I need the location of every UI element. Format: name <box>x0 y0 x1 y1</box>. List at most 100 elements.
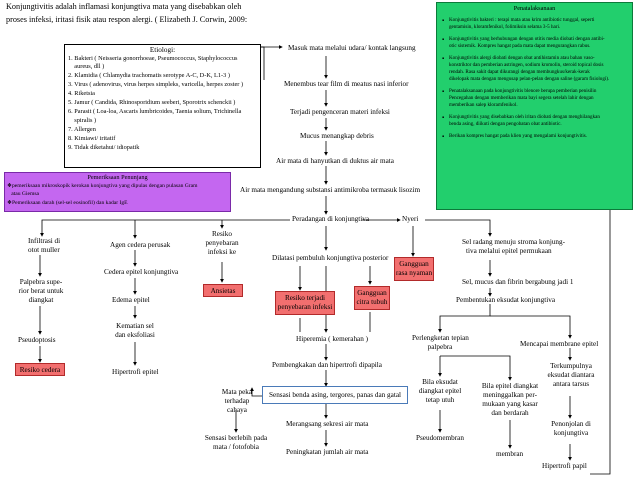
pemeriksaan-title: Pemeriksaan Penunjang <box>87 174 148 181</box>
node-nyeri: Nyeri <box>402 215 419 223</box>
pemeriksaan-item: ❖Pemeriksaan darah (sel-sel eosinofil) d… <box>7 200 128 206</box>
penatalaksanaan-item: konstriktor dan pemberian astringen, sod… <box>449 62 604 68</box>
penatalaksanaan-title: Penatalaksanaan <box>513 5 556 12</box>
node-pseudoptosis: Pseudoptosis <box>18 336 56 344</box>
etiologi-item: 3. Virus ( adenovirus, virus herpes simp… <box>68 81 244 88</box>
etiologi-item: aureus, dll ) <box>68 63 105 70</box>
node-sensasi-berlebih-1: Sensasi berlebih pada <box>204 434 268 442</box>
node-sel-mucus: Sel, mucus dan fibrin bergabung jadi 1 <box>462 278 574 286</box>
penatalaksanaan-bullet-icon: ▪ <box>442 37 445 43</box>
definition-line-2: proses infeksi, iritasi fisik atau respo… <box>6 15 248 24</box>
node-perlengketan-2: palpebra <box>427 343 453 351</box>
pemeriksaan-penunjang-box: Pemeriksaan Penunjang ❖pemeriksaan mikro… <box>4 172 231 212</box>
etiologi-item: 2. Klamidia ( Chlamydia trachomatis sero… <box>68 72 230 79</box>
node-sel-radang-2: tiva melalui epitel permukaan <box>466 247 552 255</box>
node-menembus: Menembus tear film di meatus nasi inferi… <box>284 80 409 88</box>
etiologi-title: Etiologi: <box>149 46 176 54</box>
node-infiltrasi-1: Infiltrasi di <box>28 237 61 245</box>
node-terkumpulnya-3: antara tarsus <box>552 380 590 388</box>
node-mata-peka-2: terhadap <box>224 397 250 405</box>
node-mencapai: Mencapai membrane epitel <box>520 340 599 348</box>
node-hiperemia: Hiperemia ( kemerahan ) <box>296 335 369 343</box>
penatalaksanaan-item: Konjungtivitis alergi diobati dengan oba… <box>449 55 595 61</box>
node-mata-peka-3: cahaya <box>227 406 247 414</box>
node-pembengkakan: Pembengkakan dan hipertrofi dipapila <box>272 361 382 369</box>
node-bila-epitel-1: Bila epitel diangkat <box>481 382 539 390</box>
penatalaksanaan-box: Penatalaksanaan ▪ Konjungtivitis bakteri … <box>436 2 633 210</box>
node-peningkatan: Peningkatan jumlah air mata <box>286 448 369 456</box>
pemeriksaan-item: atau Giemsa <box>7 191 39 197</box>
node-bila-eksudat-1: Bila eksudat <box>422 378 458 386</box>
node-penonjolan-2: konjungtiva <box>553 429 589 437</box>
etiologi-item: spiralis ) <box>68 117 97 124</box>
node-dilatasi: Dilatasi pembuluh konjungtiva posterior <box>272 254 389 262</box>
node-edema-epitel: Edema epitel <box>112 296 150 304</box>
penatalaksanaan-bullet-icon: ▪ <box>442 89 445 95</box>
node-masuk: Masuk mata melalui udara/ kontak langsun… <box>288 44 416 52</box>
definition-line-1: Konjungtivitis adalah inflamasi konjungt… <box>6 2 242 11</box>
node-bila-eksudat-3: tetap utuh <box>425 396 455 404</box>
node-perlengketan-1: Perlengketan tepian <box>412 334 469 342</box>
node-mengandung: Air mata mengandung substansi antimikrob… <box>240 186 421 194</box>
penatalaksanaan-bullet-icon: ▪ <box>442 18 445 24</box>
penatalaksanaan-item: Konjungtivitis bakteri : terapi mata ata… <box>449 17 595 23</box>
etiologi-item: 6. Parasit ( Loa-loa, Ascaris lumbricoid… <box>68 108 242 115</box>
node-airmata: Air mata di hanyutkan di duktus air mata <box>276 157 394 165</box>
penatalaksanaan-bullet-icon: ▪ <box>442 115 445 121</box>
node-bila-epitel-4: dan berdarah <box>491 409 529 417</box>
node-mata-peka-1: Mata peka <box>221 388 253 396</box>
node-mucus: Mucus menangkap debris <box>300 132 374 140</box>
pemeriksaan-item: ❖pemeriksaan mikroskopik kerokan konjung… <box>7 183 198 189</box>
node-terkumpulnya-1: Terkumpulnya <box>550 362 592 370</box>
node-bila-epitel-3: mukaan yang kasar <box>482 400 538 408</box>
node-resiko-terjadi: Resiko terjadi penyebaran infeksi <box>275 291 335 315</box>
node-pembentukan: Pembentukan eksudat konjungtiva <box>456 296 556 304</box>
node-penonjolan-1: Penonjolan di <box>551 420 591 428</box>
node-pseudomembran: Pseudomembran <box>416 434 464 442</box>
penatalaksanaan-item: gentamisin, kloramfenikol, folimiksin se… <box>449 24 561 30</box>
node-hipertrofi-epitel: Hipertrofi epitel <box>112 368 159 376</box>
node-sensasi-benda[interactable]: Sensasi benda asing, tergores, panas dan… <box>262 386 408 404</box>
node-palpebra-superior-2: rior berat untuk <box>18 287 64 295</box>
node-membran: membran <box>496 450 524 458</box>
penatalaksanaan-item: Berikan kompres hangat pada klien yang m… <box>449 133 588 139</box>
penatalaksanaan-item: memberikan salep kloramfenikol. <box>449 102 518 108</box>
node-palpebra-superior-1: Palpebra supe- <box>19 278 63 286</box>
etiologi-item: 9. Tidak diketahui/ idiopatik <box>68 144 140 151</box>
node-agen-cedera: Agen cedera perusak <box>110 241 171 249</box>
node-ansietas: Ansietas <box>203 284 243 297</box>
node-bila-epitel-2: meninggalkan per- <box>483 391 537 399</box>
node-resiko-penyebaran-3: infeksi ke <box>207 248 237 256</box>
node-palpebra-superior-3: diangkat <box>28 296 54 304</box>
node-peradangan: Peradangan di konjungtiva <box>292 215 370 223</box>
penatalaksanaan-item: Konjungtivitis yang berhubungan dengan o… <box>449 36 605 42</box>
etiologi-item: 4. Riketsia <box>68 90 95 97</box>
penatalaksanaan-item: Konjungtivitis yang disebabkan oleh irit… <box>449 114 600 120</box>
penatalaksanaan-bullet-icon: ▪ <box>442 134 445 140</box>
etiologi-item: 5. Jamur ( Candida, Rhinosporidium seebe… <box>68 99 236 106</box>
node-resiko-cedera: Resiko cedera <box>15 363 65 376</box>
node-merangsang: Merangsang sekresi air mata <box>286 420 369 428</box>
node-sel-radang-1: Sel radang menuju stroma konjung- <box>462 238 566 246</box>
node-gangguan-citra: Gangguan citra tubuh <box>354 286 390 310</box>
etiologi-item: 8. Kimiawi/ iritatif <box>68 135 116 142</box>
node-kematian-sel-2: dan eksfoliasi <box>115 331 155 339</box>
etiologi-box: Etiologi: 1. Bakteri ( Neisseria gonorrh… <box>64 44 261 168</box>
node-resiko-penyebaran-1: Resiko <box>212 230 232 238</box>
penatalaksanaan-item: rendah. Rasa sakit dapat dikurangi denga… <box>449 69 590 75</box>
node-terkumpulnya-2: eksudat diantara <box>547 371 595 379</box>
node-sensasi-berlebih-2: mata / fotofobia <box>213 443 259 451</box>
penatalaksanaan-item: Penatalaksanaan pada konjungtivitis blen… <box>449 88 597 94</box>
penatalaksanaan-item: benda asing, diikuti dengan pengobatan o… <box>449 121 562 127</box>
penatalaksanaan-item: otic sistemik. Kompres hangat pada mata … <box>449 43 591 49</box>
penatalaksanaan-item: dikelopak mata dengan mengusap pelan-pel… <box>449 76 610 82</box>
etiologi-item: 7. Allergen <box>68 126 96 133</box>
node-infiltrasi-2: otot muller <box>28 246 60 254</box>
node-gangguan-rasa: Gangguan rasa nyaman <box>394 257 434 281</box>
node-resiko-penyebaran-2: penyebaran <box>205 239 239 247</box>
penatalaksanaan-item: Pencegahan dengan memberikan mata bayi s… <box>449 95 594 101</box>
penatalaksanaan-bullet-icon: ▪ <box>442 56 445 62</box>
node-terjadi: Terjadi pengenceran materi infeksi <box>290 108 390 116</box>
etiologi-item: 1. Bakteri ( Neisseria gonorrhoeae, Pseu… <box>68 55 238 62</box>
node-kematian-sel-1: Kematian sel <box>116 322 154 330</box>
